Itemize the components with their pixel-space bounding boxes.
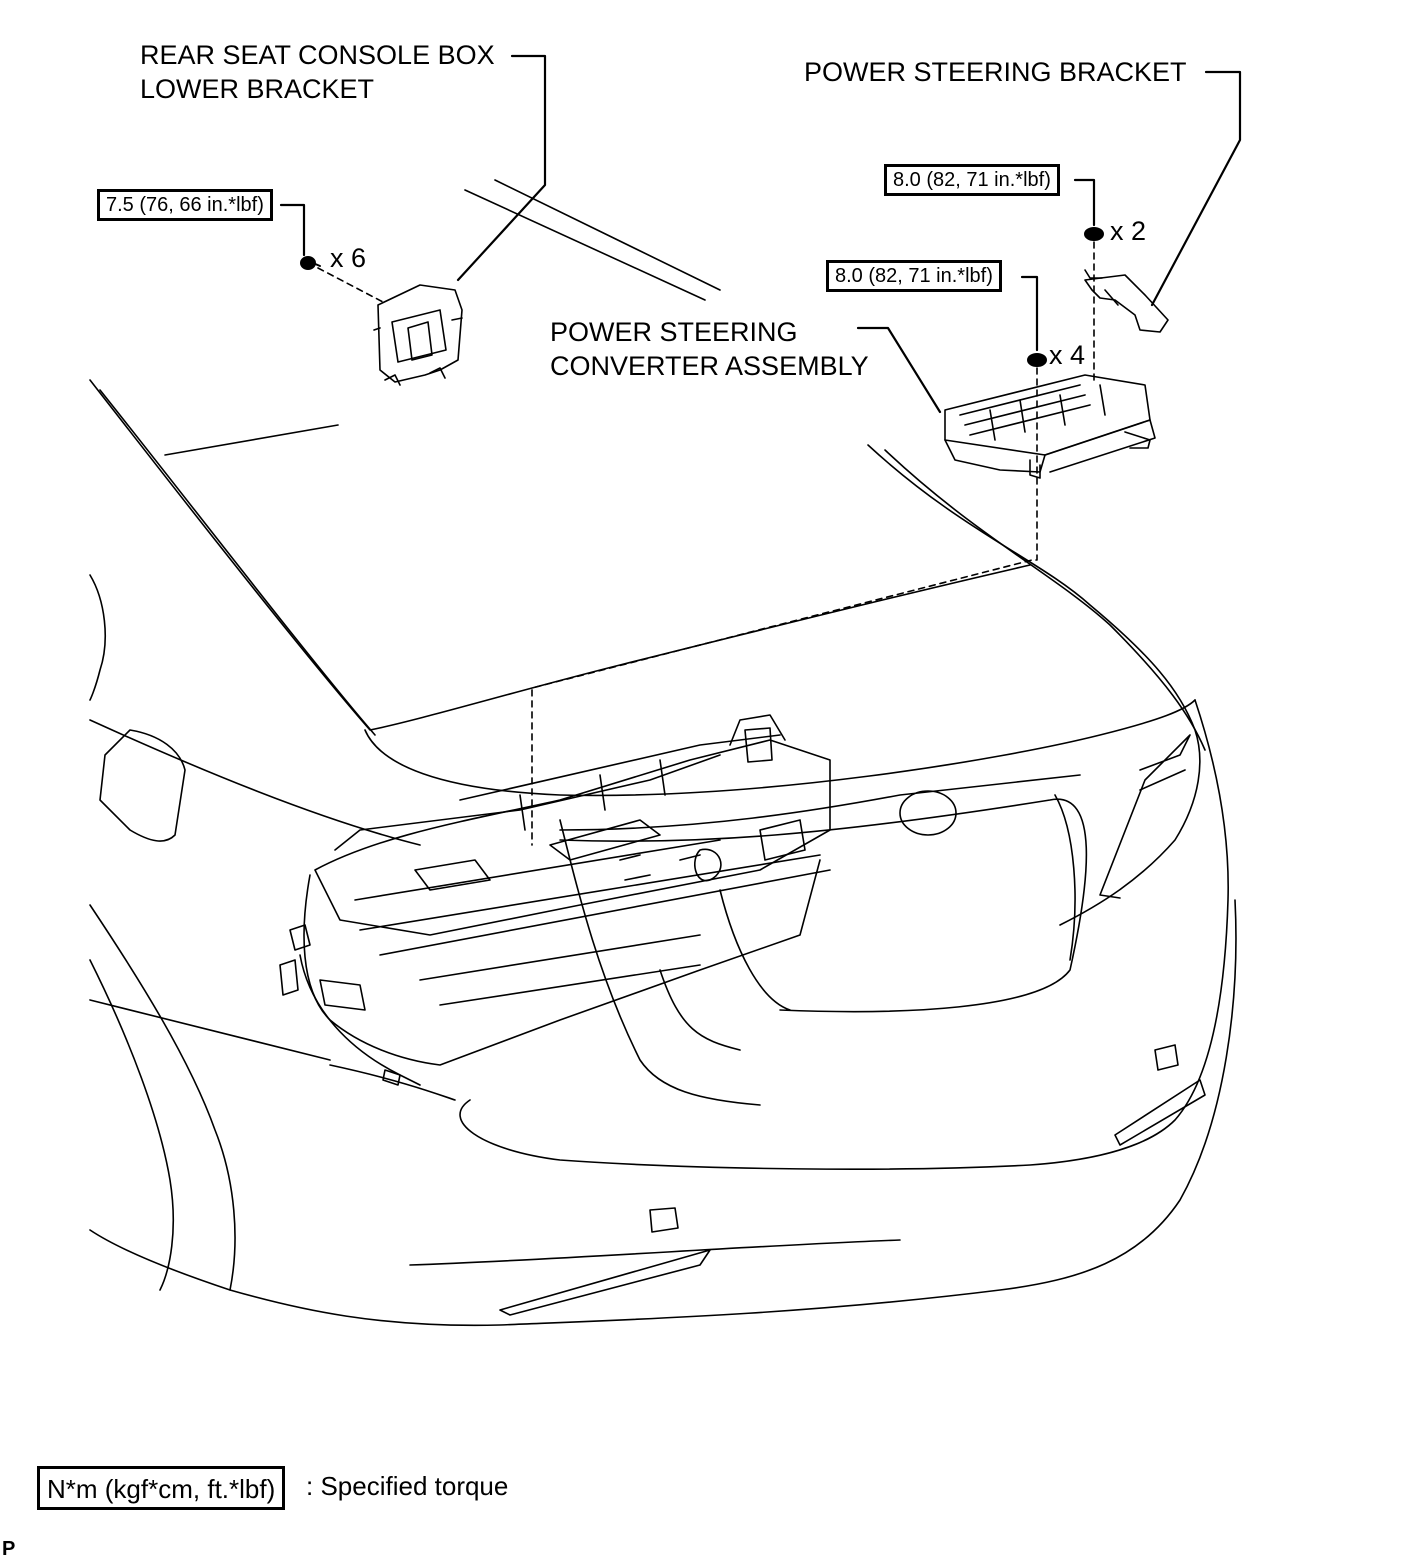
rear-seat-bracket-label-line2: LOWER BRACKET [140,74,375,104]
rear-seat-bracket-label-line1: REAR SEAT CONSOLE BOX [140,40,495,70]
power-steering-converter-label-line1: POWER STEERING [550,317,798,347]
rear-seat-console-bracket-part [373,284,463,386]
vehicle-body-outline [89,179,1237,1327]
power-steering-converter-label-line2: CONVERTER ASSEMBLY [550,351,869,381]
power-steering-bracket-label: POWER STEERING BRACKET [804,57,1187,87]
leader-lines [279,54,1242,414]
torque-spec-ps-bracket-nuts: 8.0 (82, 71 in.*lbf) [884,164,1060,196]
torque-spec-ps-converter-nuts: 8.0 (82, 71 in.*lbf) [826,260,1002,292]
legend-torque-unit-box: N*m (kgf*cm, ft.*lbf) [37,1466,286,1510]
vehicle-battery-assembly [279,714,831,1106]
torque-spec-rear-bracket-bolts: 7.5 (76, 66 in.*lbf) [97,189,273,221]
power-steering-converter-part [944,374,1156,479]
corner-code: P [2,1538,16,1560]
quantity-ps-bracket-nuts: x 2 [1110,216,1147,246]
power-steering-bracket-part [1084,269,1169,333]
fastener-glyphs [300,227,1104,367]
installation-dashed-lines [317,241,1095,846]
legend-description: : Specified torque [306,1471,509,1501]
quantity-rear-bracket-bolts: x 6 [330,243,367,273]
quantity-ps-converter-nuts: x 4 [1049,340,1086,370]
